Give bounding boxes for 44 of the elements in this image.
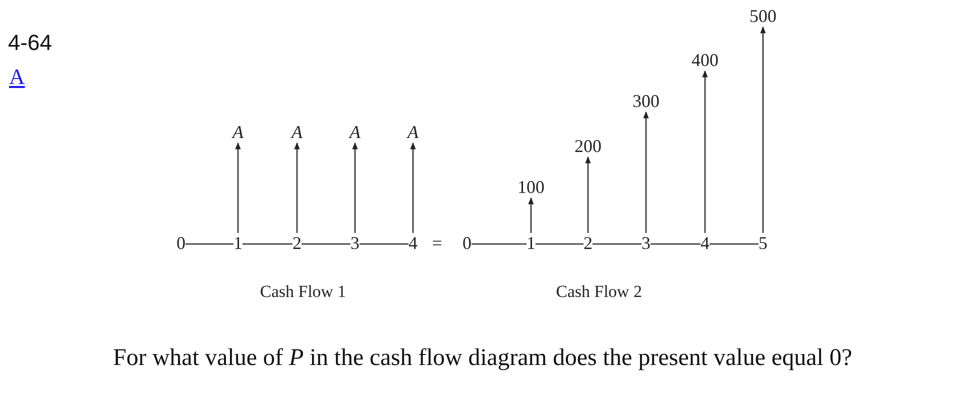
period-number: 4: [408, 233, 418, 253]
cash-flow-amount: A: [350, 122, 360, 142]
cash-flow-arrow: [702, 70, 708, 233]
cash-flow-arrow: [352, 142, 358, 233]
cash-flow-amount: A: [408, 122, 418, 142]
cash-flow-arrow: [760, 26, 766, 233]
cash-flow-amount: A: [232, 122, 244, 142]
timeline-segment: [360, 243, 408, 245]
period-number: 1: [234, 233, 242, 253]
cash-flow-amount: 300: [632, 91, 660, 111]
period-number: 0: [176, 233, 186, 253]
timeline-segment: [650, 243, 700, 245]
timeline-segment: [302, 243, 350, 245]
question-text: For what value of P in the cash flow diagram does the present value equal 0?: [113, 344, 854, 373]
cash-flow-amount: 400: [692, 50, 718, 70]
cash-flow-amount: 500: [750, 6, 776, 26]
period-number: 5: [758, 233, 768, 253]
period-number: 3: [350, 233, 360, 253]
cash-flow-arrow: [294, 142, 300, 233]
period-number: 2: [292, 233, 302, 253]
period-number: 4: [700, 233, 710, 253]
timeline-segment: [710, 243, 758, 245]
cash-flow-amount: 200: [574, 136, 602, 156]
cash-flow-arrow: [643, 111, 649, 233]
timeline-segment: [536, 243, 584, 245]
timeline-segment: [186, 243, 234, 245]
cash-flow-amount: A: [292, 122, 302, 142]
problem-number: 4-64: [8, 30, 52, 56]
period-number: 3: [642, 233, 650, 253]
diagram-caption: Cash Flow 1: [260, 282, 346, 302]
equals-sign: =: [432, 233, 442, 254]
cash-flow-amount: 100: [518, 177, 544, 197]
period-number: 1: [526, 233, 536, 253]
timeline-segment: [472, 243, 526, 245]
diagram-caption: Cash Flow 2: [556, 282, 642, 302]
cash-flow-arrow: [235, 142, 241, 233]
period-number: 0: [462, 233, 472, 253]
timeline-segment: [592, 243, 642, 245]
timeline-segment: [242, 243, 292, 245]
cash-flow-arrow: [585, 156, 591, 233]
period-number: 2: [584, 233, 592, 253]
cash-flow-arrow: [410, 142, 416, 233]
cash-flow-arrow: [528, 197, 534, 233]
answer-link: A: [9, 64, 25, 90]
